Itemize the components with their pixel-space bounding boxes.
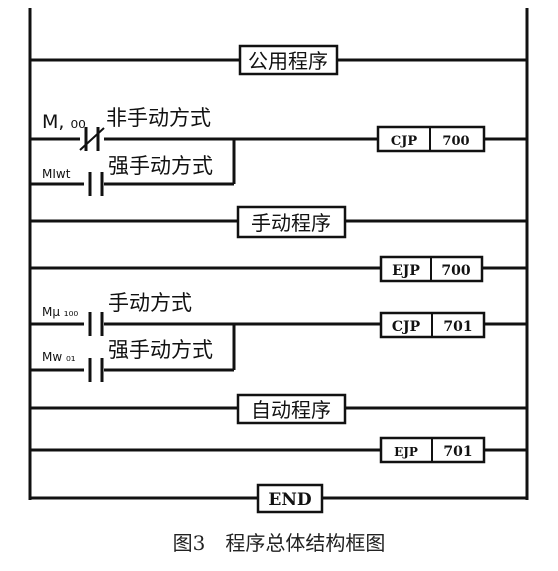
section-label-auto: 自动程序	[251, 398, 331, 422]
contact-4-desc: 强手动方式	[108, 338, 213, 362]
contact-2-normally-open	[88, 172, 104, 196]
instruction-arg-4: 701	[443, 444, 472, 460]
instruction-arg-3: 701	[443, 319, 472, 335]
contact-4-label: Mw ₀₁	[42, 350, 76, 364]
instruction-op-4: EJP	[394, 445, 418, 459]
contact-1-desc: 非手动方式	[106, 106, 211, 130]
instruction-cjp-701: CJP 701	[379, 311, 486, 339]
contact-1-label: M, ₀₀	[42, 111, 86, 133]
instruction-arg-2: 700	[441, 263, 470, 279]
section-label-common: 公用程序	[248, 49, 328, 73]
section-box-auto: 自动程序	[236, 393, 347, 425]
instruction-cjp-700: CJP 700	[376, 125, 486, 153]
section-box-manual: 手动程序	[236, 205, 347, 239]
instruction-op-3: CJP	[392, 319, 421, 335]
section-label-end: END	[268, 490, 311, 510]
contact-4-normally-open	[88, 358, 104, 382]
instruction-op-1: CJP	[391, 134, 417, 149]
contact-3-label: Mμ ₁₀₀	[42, 305, 78, 319]
section-label-manual: 手动程序	[251, 211, 331, 235]
section-box-end: END	[256, 483, 324, 514]
contact-2-desc: 强手动方式	[108, 154, 213, 178]
contact-3-desc: 手动方式	[108, 291, 192, 315]
section-box-common: 公用程序	[238, 44, 339, 76]
instruction-op-2: EJP	[392, 263, 420, 279]
figure-caption: 图3 程序总体结构框图	[172, 531, 386, 555]
instruction-ejp-700: EJP 700	[379, 255, 484, 283]
instruction-ejp-701: EJP 701	[379, 436, 486, 464]
instruction-arg-1: 700	[442, 134, 469, 149]
contact-3-normally-open	[88, 312, 104, 336]
contact-2-label: MIwt	[42, 167, 71, 181]
contact-1-normally-closed	[79, 127, 105, 151]
